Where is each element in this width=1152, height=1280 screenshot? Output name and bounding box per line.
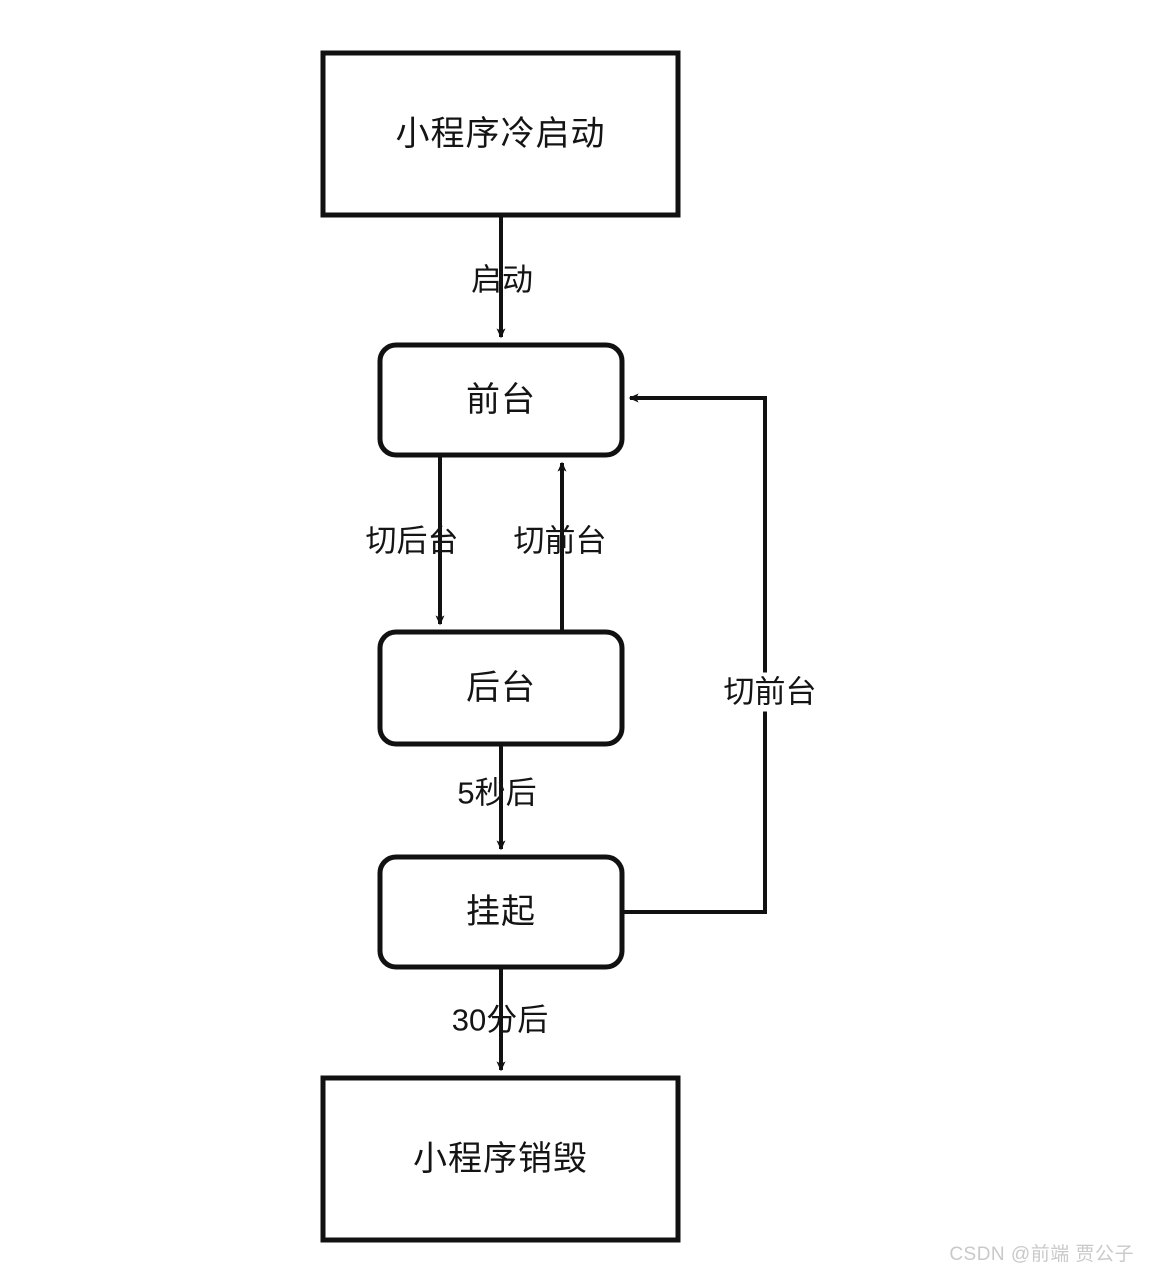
csdn-watermark: CSDN @前端 贾公子: [949, 1244, 1134, 1265]
node-suspended-shape: [377, 854, 625, 970]
node-cold-start-shape: [320, 50, 681, 218]
node-destroyed-shape: [320, 1075, 681, 1243]
node-foreground-shape: [377, 342, 625, 458]
node-background-shape: [377, 629, 625, 747]
edge-resume-line: [622, 393, 767, 914]
